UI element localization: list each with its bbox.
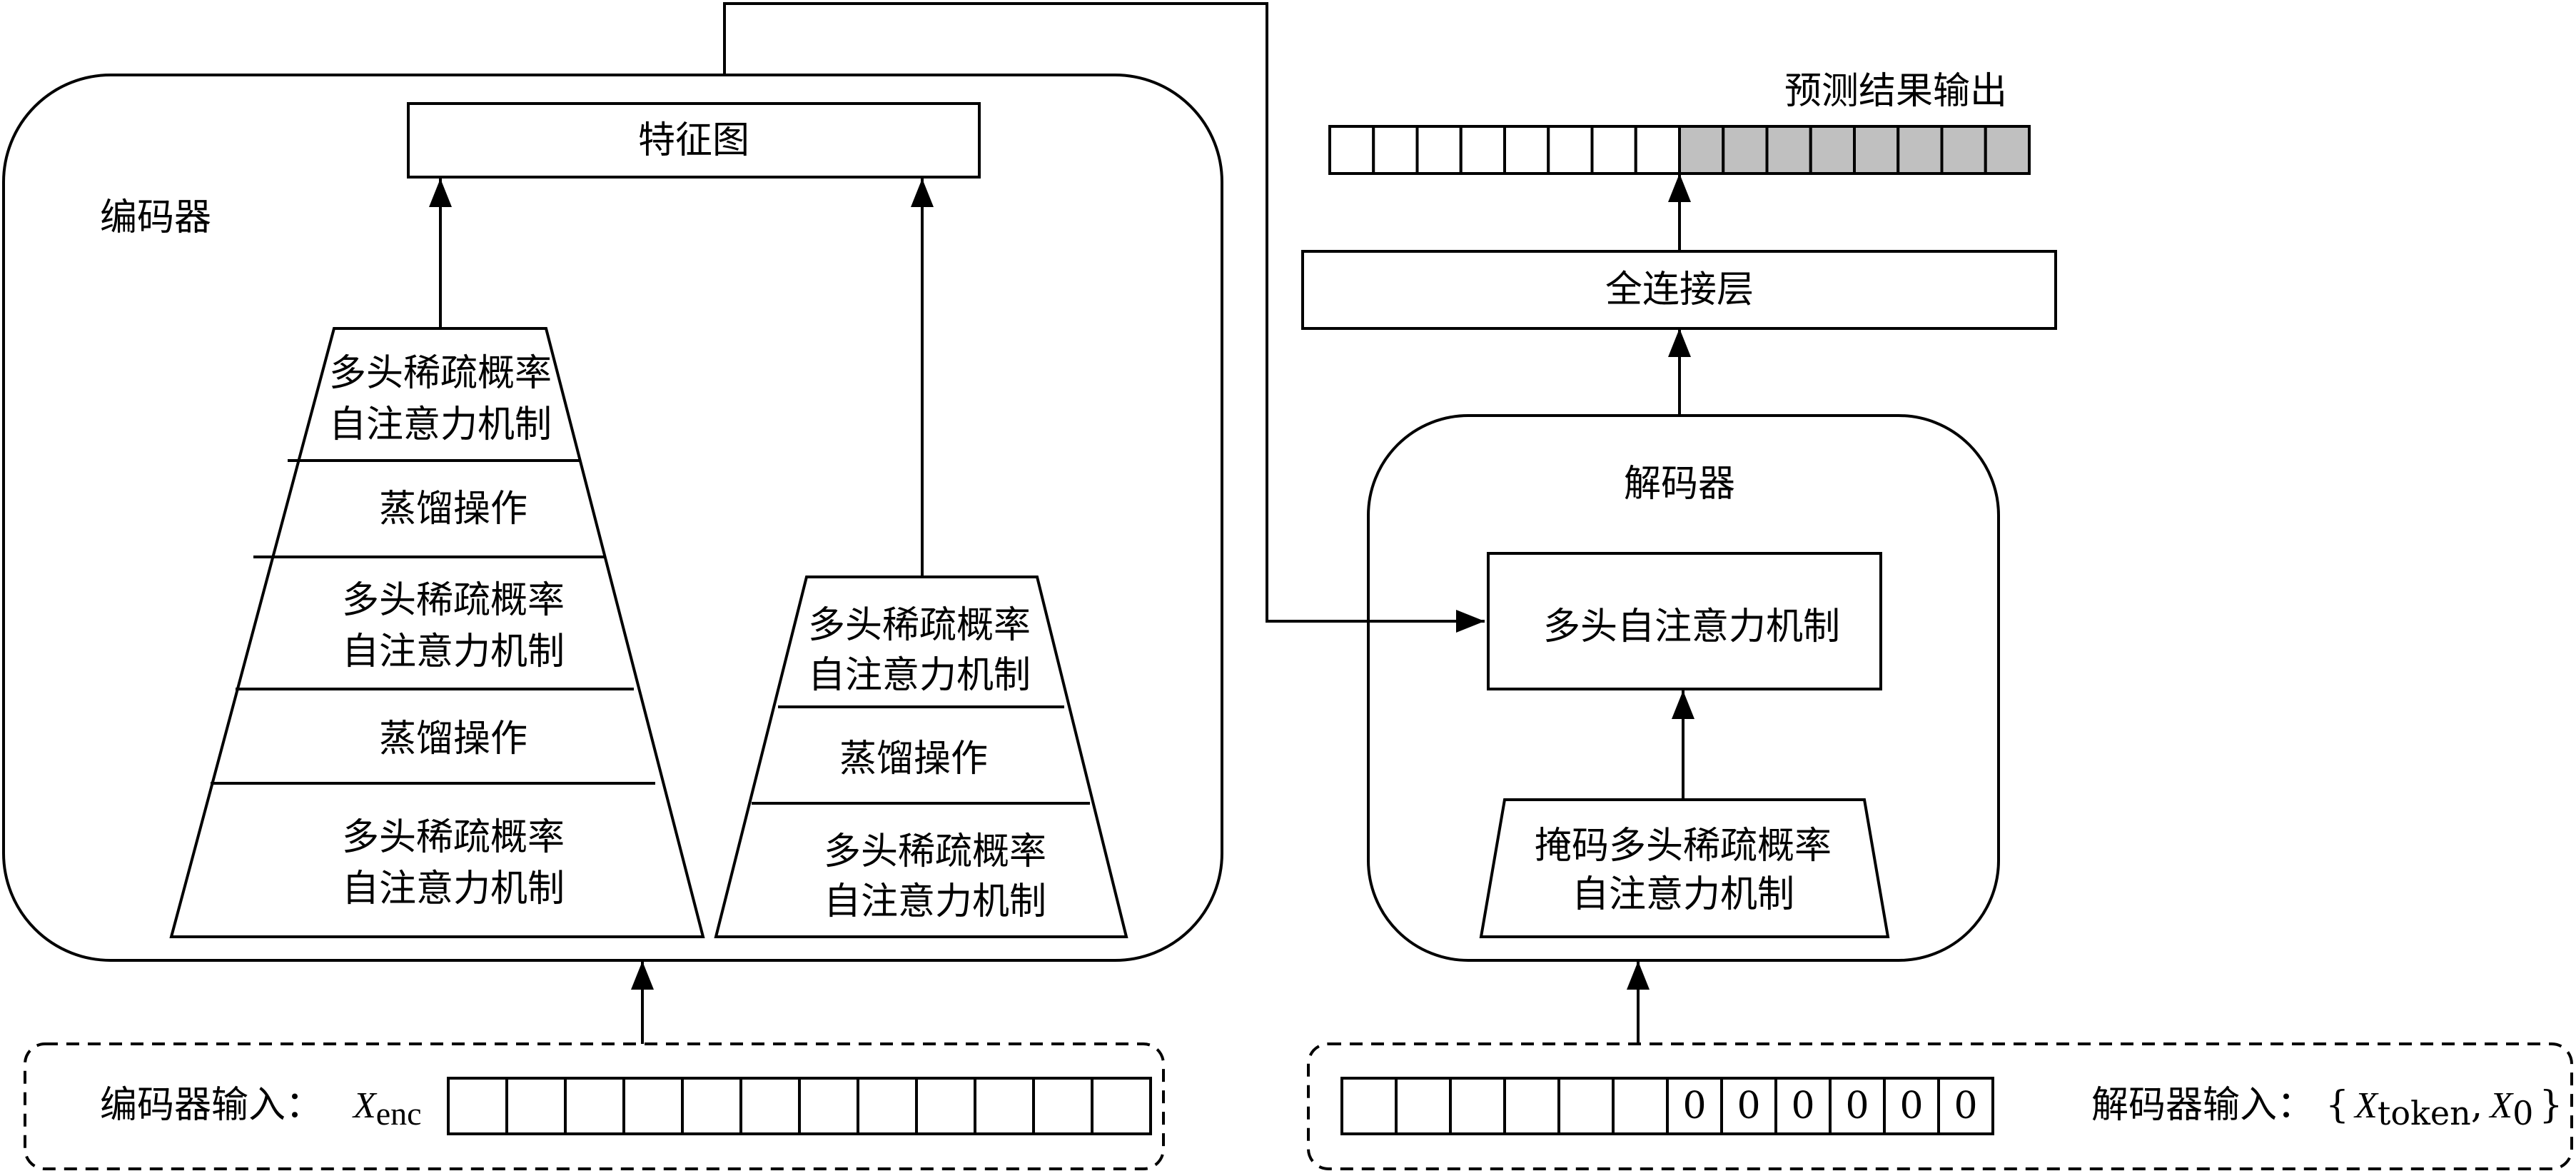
- output-cell: [1590, 125, 1637, 175]
- encoder-main-layer-5-line-2: 自注意力机制: [342, 868, 565, 910]
- decoder-input-cell: [1503, 1077, 1560, 1135]
- encoder-side-layer-3-line-2: 自注意力机制: [824, 880, 1046, 923]
- feature-map-label: 特征图: [638, 119, 749, 162]
- output-cell: [1896, 125, 1944, 175]
- encoder-side-layer-1-line-2: 自注意力机制: [808, 654, 1031, 697]
- output-cell: [1722, 125, 1769, 175]
- fc-layer-label: 全连接层: [1605, 268, 1754, 311]
- output-cell: [1634, 125, 1681, 175]
- encoder-input-cell: [564, 1077, 625, 1135]
- output-cell: [1459, 125, 1506, 175]
- encoder-input-cell: [681, 1077, 742, 1135]
- encoder-main-layer-1-line-1: 多头稀疏概率: [329, 352, 552, 395]
- output-cell: [1940, 125, 1987, 175]
- decoder-input-cell: [1557, 1077, 1615, 1135]
- decoder-input-cell: [1395, 1077, 1452, 1135]
- decoder-input-cell: [1720, 1077, 1777, 1135]
- decoder-input-label: 解码器输入：{Xtoken,X0}: [2091, 1084, 2562, 1132]
- output-cell: [1415, 125, 1463, 175]
- output-label: 预测结果输出: [1784, 70, 2007, 113]
- encoder-container: [2, 74, 1223, 962]
- encoder-input-cell: [915, 1077, 976, 1135]
- encoder-side-layer-2: 蒸馏操作: [839, 738, 988, 780]
- decoder-input-box: [1307, 1042, 2573, 1170]
- encoder-title: 编码器: [100, 196, 211, 239]
- encoder-input-variable: Xenc: [352, 1085, 422, 1132]
- encoder-input-cell: [1032, 1077, 1093, 1135]
- feature-map-box: [407, 102, 981, 179]
- output-cell: [1503, 125, 1550, 175]
- decoder-masked-attention-line-1: 掩码多头稀疏概率: [1535, 825, 1832, 868]
- encoder-input-cell: [974, 1077, 1035, 1135]
- encoder-input-cell: [739, 1077, 801, 1135]
- output-cell: [1853, 125, 1900, 175]
- encoder-input-sequence: [447, 1077, 1152, 1135]
- decoder-input-cell: [1340, 1077, 1398, 1135]
- encoder-side-stack: 多头稀疏概率 自注意力机制 蒸馏操作 多头稀疏概率 自注意力机制: [714, 576, 1128, 938]
- output-cell: [1678, 125, 1725, 175]
- decoder-input-cell-value: 0: [1737, 1085, 1760, 1127]
- encoder-main-layer-1-line-2: 自注意力机制: [329, 403, 552, 446]
- decoder-input-cell: [1666, 1077, 1723, 1135]
- decoder-input-cell-value: 0: [1954, 1085, 1977, 1127]
- decoder-input-cell-value: 0: [1791, 1085, 1814, 1127]
- output-cell: [1328, 125, 1375, 175]
- encoder-side-layer-3-line-1: 多头稀疏概率: [824, 830, 1046, 873]
- encoder-main-layer-2: 蒸馏操作: [379, 488, 527, 531]
- encoder-input-label: 编码器输入：: [100, 1084, 323, 1127]
- encoder-input-cell: [622, 1077, 684, 1135]
- output-cell: [1984, 125, 2031, 175]
- decoder-masked-attention-line-2: 自注意力机制: [1572, 873, 1794, 916]
- fc-layer-box: [1301, 250, 2057, 330]
- decoder-input-cell: [1883, 1077, 1940, 1135]
- decoder-masked-attention-trapezoid: [1479, 798, 1890, 938]
- decoder-input-cell: [1829, 1077, 1886, 1135]
- decoder-input-cell-value: 0: [1845, 1085, 1869, 1127]
- connector-feature-map-to-decoder: [723, 2, 1485, 633]
- prediction-output-sequence: [1328, 125, 2031, 175]
- encoder-input-cell: [798, 1077, 859, 1135]
- encoder-input-cell: [857, 1077, 918, 1135]
- encoder-input-cell: [1091, 1077, 1152, 1135]
- decoder-input-cell: [1449, 1077, 1506, 1135]
- output-cell: [1765, 125, 1812, 175]
- decoder-input-cell-value: 0: [1899, 1085, 1923, 1127]
- decoder-self-attention-label: 多头自注意力机制: [1543, 605, 1840, 648]
- decoder-input-cell: [1612, 1077, 1669, 1135]
- output-cell: [1547, 125, 1594, 175]
- encoder-main-layer-3-line-1: 多头稀疏概率: [342, 579, 565, 622]
- output-cell: [1372, 125, 1419, 175]
- encoder-input-cell: [447, 1077, 508, 1135]
- encoder-input-cell: [505, 1077, 567, 1135]
- decoder-input-cell-value: 0: [1682, 1085, 1706, 1127]
- decoder-input-cell: [1937, 1077, 1994, 1135]
- decoder-self-attention-box: [1487, 552, 1882, 690]
- encoder-main-layer-4: 蒸馏操作: [379, 718, 527, 760]
- encoder-main-layer-3-line-2: 自注意力机制: [342, 630, 565, 673]
- decoder-container: [1367, 414, 2000, 962]
- output-cell: [1809, 125, 1856, 175]
- decoder-title: 解码器: [1624, 463, 1735, 506]
- encoder-main-stack: 多头稀疏概率 自注意力机制 蒸馏操作 多头稀疏概率 自注意力机制 蒸馏操作 多头…: [169, 327, 705, 938]
- encoder-main-layer-5-line-1: 多头稀疏概率: [342, 816, 565, 859]
- encoder-side-layer-1-line-1: 多头稀疏概率: [808, 604, 1031, 647]
